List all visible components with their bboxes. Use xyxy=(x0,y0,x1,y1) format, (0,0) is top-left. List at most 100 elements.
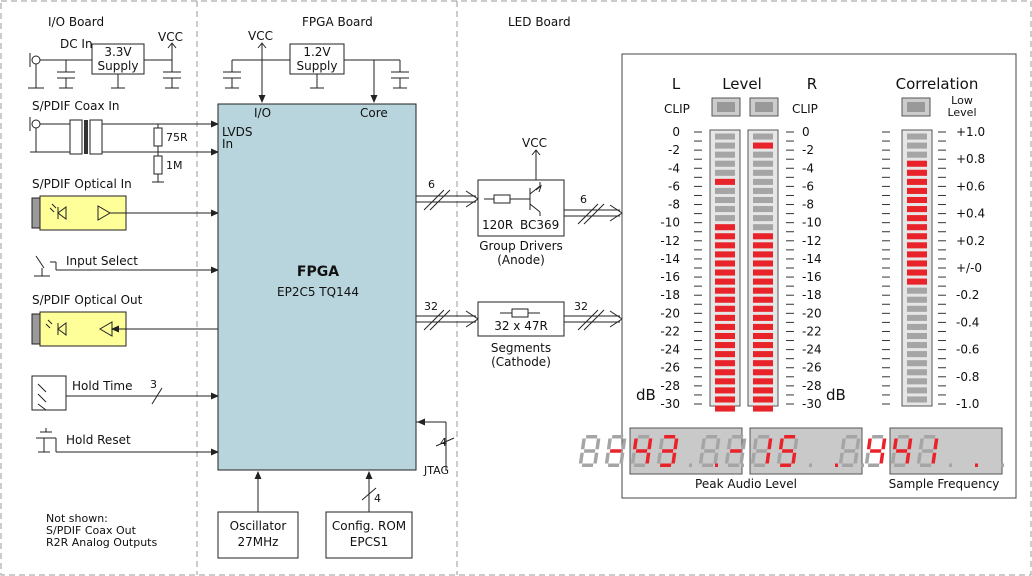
level-bar-right-segment xyxy=(753,169,773,176)
hold-time-label: Hold Time xyxy=(72,379,133,393)
level-bar-right-segment xyxy=(753,323,773,330)
level-bar-right-segment xyxy=(753,278,773,285)
db-scale-right-label: -26 xyxy=(802,361,822,375)
level-bar-left-segment xyxy=(715,278,735,285)
jtag-bus-width: 4 xyxy=(440,436,447,449)
level-bar-right-segment xyxy=(753,133,773,140)
db-scale-left-label: -24 xyxy=(660,343,680,357)
dc-in-label: DC In xyxy=(60,37,93,51)
oscillator-label-2: 27MHz xyxy=(238,535,279,549)
vcc-io-label: VCC xyxy=(158,30,183,44)
level-bar-left-segment xyxy=(715,233,735,240)
correlation-bar xyxy=(901,129,933,407)
db-scale-left-label: -12 xyxy=(660,234,680,248)
led-board-title: LED Board xyxy=(508,15,571,29)
not-shown-line-1: Not shown: xyxy=(46,512,108,525)
fpga-io-pin: I/O xyxy=(254,106,271,120)
level-bar-right-segment xyxy=(753,233,773,240)
correlation-bar-segment xyxy=(907,169,927,176)
db-scale-right-label: -28 xyxy=(802,379,822,393)
level-bar-right-segment xyxy=(753,160,773,167)
correlation-label: Correlation xyxy=(896,75,979,93)
correlation-bar-segment xyxy=(907,305,927,312)
correlation-bar-segment xyxy=(907,387,927,394)
level-bar-left-frame xyxy=(709,129,741,407)
level-bar-right-frame xyxy=(747,129,779,407)
led-panel xyxy=(621,53,1017,499)
db-scale-right-label: -20 xyxy=(802,306,822,320)
r75-label: 75R xyxy=(166,131,188,144)
drivers-label-1: Group Drivers xyxy=(479,239,563,253)
correlation-scale-label: -0.6 xyxy=(956,343,979,357)
fpga-title: FPGA xyxy=(297,264,339,280)
fpga-power-block: VCC 1.2V Supply xyxy=(223,29,409,103)
clip-left-label: CLIP xyxy=(664,102,690,116)
db-scale-right-label: -8 xyxy=(802,198,814,212)
driver-transistor-label: BC369 xyxy=(520,218,559,232)
correlation-bar-segment xyxy=(907,160,927,167)
level-bar-left-segment xyxy=(715,378,735,385)
drivers-vcc-label: VCC xyxy=(522,136,547,150)
correlation-bar-segment xyxy=(907,224,927,231)
supply-33-label-2: Supply xyxy=(98,59,139,73)
level-bar-right-segment xyxy=(753,369,773,376)
correlation-bar-segment xyxy=(907,396,927,403)
peak-left-digits xyxy=(578,435,744,467)
supply-12-label-2: Supply xyxy=(297,59,338,73)
segments-label-2: (Cathode) xyxy=(491,355,551,369)
db-right-label: dB xyxy=(826,386,846,404)
segments-label-1: Segments xyxy=(491,341,551,355)
db-scale-right-label: -10 xyxy=(802,216,822,230)
not-shown-line-3: R2R Analog Outputs xyxy=(46,536,157,549)
rom-bus-width: 4 xyxy=(374,492,381,505)
optical-out-label: S/PDIF Optical Out xyxy=(32,293,143,307)
config-rom-label-2: EPCS1 xyxy=(350,535,388,549)
correlation-bar-segment xyxy=(907,178,927,185)
hold-reset-block: Hold Reset xyxy=(36,428,219,456)
level-bar-right-segment xyxy=(753,287,773,294)
segment-resistor-label: 32 x 47R xyxy=(494,319,548,333)
group-drivers-block: VCC 120R BC369 Group Drivers (Anode) 6 xyxy=(477,136,623,267)
level-bar-right-segment xyxy=(753,405,773,412)
level-bar-right-segment xyxy=(753,351,773,358)
level-bar-right-segment xyxy=(753,342,773,349)
db-scale-left-label: -8 xyxy=(668,198,680,212)
level-bar-left-segment xyxy=(715,405,735,412)
oscillator-label-1: Oscillator xyxy=(230,519,287,533)
level-bar-right-segment xyxy=(753,187,773,194)
db-scale-left-label: -20 xyxy=(660,306,680,320)
db-scale-right-label: -30 xyxy=(802,397,822,411)
hold-time-block: Hold Time 3 xyxy=(31,375,219,411)
db-scale-left-label: -2 xyxy=(668,143,680,157)
level-bar-right-segment xyxy=(753,151,773,158)
sample-freq-digits xyxy=(838,435,1004,467)
fpga-board-title: FPGA Board xyxy=(302,15,373,29)
db-scale-left-label: -28 xyxy=(660,379,680,393)
low-level-label-1: Low xyxy=(951,94,973,107)
db-scale-right-label: -14 xyxy=(802,252,822,266)
level-bar-left-segment xyxy=(715,287,735,294)
correlation-scale-label: +1.0 xyxy=(956,125,985,139)
level-bar-right-segment xyxy=(753,251,773,258)
db-scale-right-label: 0 xyxy=(802,125,810,139)
correlation-bar-segment xyxy=(907,260,927,267)
level-bar-right-segment xyxy=(753,269,773,276)
db-scale-left-label: -18 xyxy=(660,288,680,302)
level-bar-right-segment xyxy=(753,387,773,394)
coax-in-block: S/PDIF Coax In 75R 1M xyxy=(29,99,219,183)
db-scale-right-label: -4 xyxy=(802,161,814,175)
optical-in-label: S/PDIF Optical In xyxy=(32,177,132,191)
fpga-lvds-label-2: In xyxy=(222,137,233,151)
input-select-block: Input Select xyxy=(34,254,219,277)
level-bar-left-segment xyxy=(715,151,735,158)
level-bar-right-segment xyxy=(753,178,773,185)
level-bar-left-segment xyxy=(715,260,735,267)
level-bar-left-segment xyxy=(715,351,735,358)
level-label: Level xyxy=(722,75,762,93)
level-bar-right-segment xyxy=(753,142,773,149)
correlation-bar-segment xyxy=(907,206,927,213)
hold-time-bus-width: 3 xyxy=(150,378,157,391)
db-scale-left-label: -26 xyxy=(660,361,680,375)
